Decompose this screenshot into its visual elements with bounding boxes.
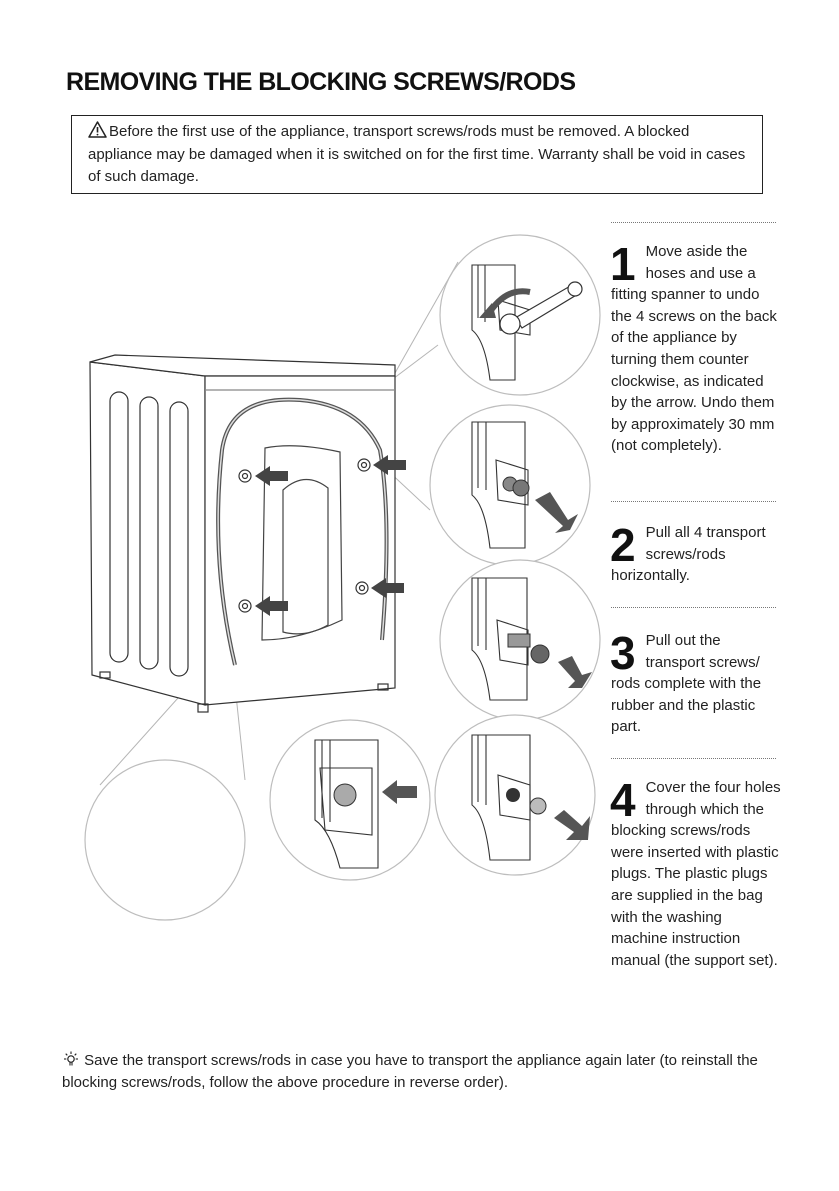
step-text: Pull out the transport screws/ rods comp… bbox=[611, 632, 762, 736]
magnifier-circle bbox=[84, 759, 246, 921]
separator-3 bbox=[611, 607, 776, 608]
step2-detail-circle bbox=[429, 404, 591, 566]
separator-4 bbox=[611, 758, 776, 759]
step1-detail-circle bbox=[439, 234, 601, 396]
page-title: REMOVING THE BLOCKING SCREWS/RODS bbox=[66, 68, 576, 96]
tip-text: Save the transport screws/rods in case y… bbox=[62, 1052, 758, 1091]
step-text: Pull all 4 transport screws/rods horizon… bbox=[611, 524, 766, 585]
step4-detail-circle-right bbox=[434, 714, 596, 876]
step-text: Move aside the hoses and use a fitting s… bbox=[611, 243, 777, 455]
step-text: Cover the four holes through which the b… bbox=[611, 779, 781, 969]
step4-detail-circle-left bbox=[269, 719, 431, 881]
step-number: 4 bbox=[610, 774, 636, 826]
step-number: 3 bbox=[610, 627, 636, 679]
step-number: 2 bbox=[610, 519, 636, 571]
separator-1 bbox=[611, 222, 776, 223]
warning-text: Before the first use of the appliance, t… bbox=[88, 123, 746, 185]
step-number: 1 bbox=[610, 238, 636, 290]
tip-note: Save the transport screws/rods in case y… bbox=[62, 1050, 782, 1094]
separator-2 bbox=[611, 501, 776, 502]
step3-detail-circle bbox=[439, 559, 601, 721]
lightbulb-icon bbox=[64, 1051, 78, 1066]
warning-triangle-icon bbox=[88, 121, 107, 138]
washing-machine-drawing bbox=[89, 354, 396, 713]
warning-box: Before the first use of the appliance, t… bbox=[71, 115, 763, 194]
